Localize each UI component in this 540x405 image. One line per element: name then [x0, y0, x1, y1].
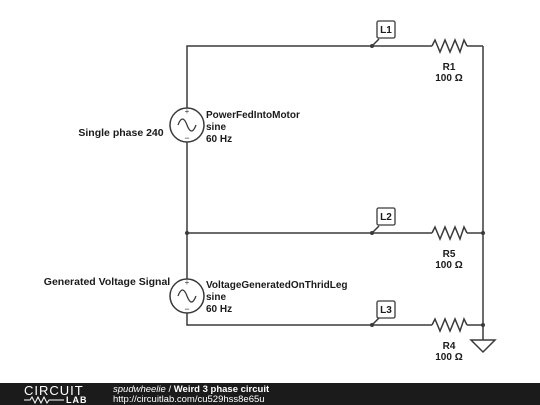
- circuitlab-logo-text: CIRCUIT: [24, 383, 84, 398]
- svg-text:−: −: [184, 133, 189, 143]
- ac-source-icon: + −: [169, 107, 205, 143]
- svg-text:+: +: [185, 278, 190, 287]
- junction-dot: [481, 231, 485, 235]
- svg-text:L2: L2: [380, 212, 392, 223]
- circuit-schematic: R1 100 Ω R5 100 Ω R4 100 Ω + − Single ph…: [44, 20, 497, 363]
- junction-dot: [185, 231, 189, 235]
- source-freq: 60 Hz: [206, 134, 232, 145]
- footer-title[interactable]: Weird 3 phase circuit: [173, 384, 270, 395]
- node-label-l1[interactable]: L1: [370, 20, 396, 48]
- junction-dot: [481, 323, 485, 327]
- footer-separator: /: [165, 384, 174, 395]
- source-name: PowerFedIntoMotor: [206, 110, 300, 121]
- svg-text:−: −: [184, 304, 189, 314]
- resistor-name-r5: R5: [443, 249, 456, 260]
- svg-text:L1: L1: [380, 25, 392, 36]
- resistor-value-r5: 100 Ω: [435, 260, 462, 271]
- source-side-label: Single phase 240: [78, 127, 163, 139]
- resistor-name-r1: R1: [443, 62, 456, 73]
- source-wave: sine: [206, 292, 226, 303]
- source-wave: sine: [206, 122, 226, 133]
- resistor-value-r4: 100 Ω: [435, 352, 462, 363]
- source-side-label: Generated Voltage Signal: [44, 276, 171, 288]
- source-name: VoltageGeneratedOnThridLeg: [206, 280, 348, 291]
- svg-text:L3: L3: [380, 305, 392, 316]
- resistor-name-r4: R4: [443, 341, 456, 352]
- node-label-l2[interactable]: L2: [370, 207, 396, 235]
- footer-bar: CIRCUIT LAB spudwheelie / Weird 3 phase …: [0, 383, 540, 405]
- ground-icon: [469, 339, 497, 354]
- resistor-value-r1: 100 Ω: [435, 73, 462, 84]
- footer-user[interactable]: spudwheelie: [113, 384, 166, 395]
- source-freq: 60 Hz: [206, 304, 232, 315]
- footer-credit: spudwheelie / Weird 3 phase circuit: [113, 384, 269, 395]
- resistor-r5: [431, 225, 468, 242]
- footer-url[interactable]: http://circuitlab.com/cu529hss8e65u: [113, 394, 265, 405]
- resistor-r4: [431, 317, 468, 334]
- wires: [186, 45, 484, 340]
- node-label-l3[interactable]: L3: [370, 300, 396, 327]
- svg-text:+: +: [185, 107, 190, 116]
- ac-source-icon: + −: [169, 278, 205, 314]
- circuitlab-logo-lab: LAB: [66, 395, 88, 405]
- resistor-r1: [431, 38, 468, 55]
- resistor-logo-icon: [24, 396, 64, 404]
